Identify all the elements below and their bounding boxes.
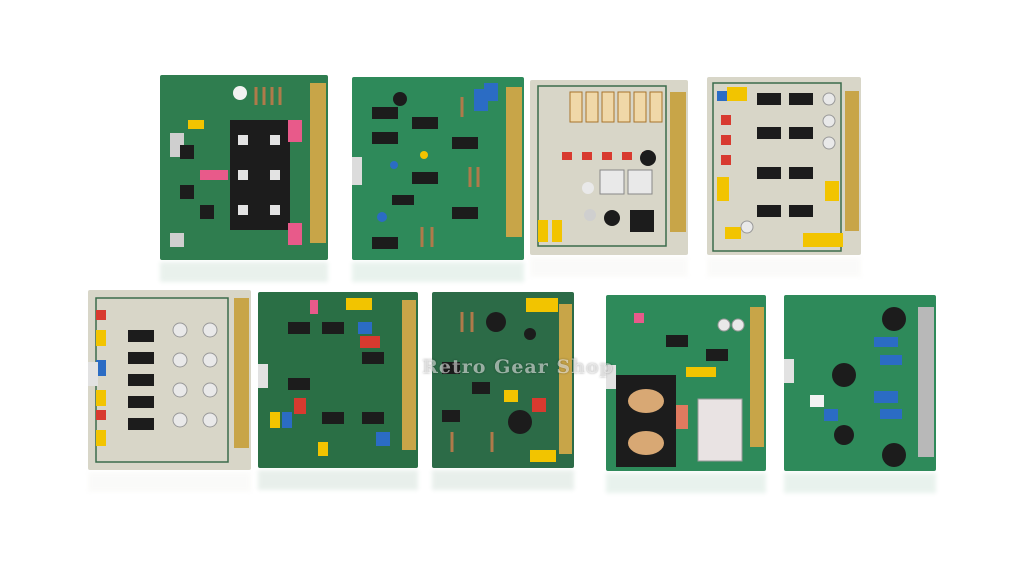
circuit-board-5 — [88, 290, 251, 470]
board-reflection — [530, 257, 688, 277]
circuit-board-3 — [530, 80, 688, 255]
board-reflection — [88, 472, 251, 492]
circuit-board-2 — [352, 77, 524, 260]
circuit-board-6 — [258, 292, 418, 468]
board-reflection — [707, 257, 861, 277]
circuit-board-8 — [606, 295, 766, 471]
circuit-board-7 — [432, 292, 574, 468]
board-reflection — [606, 473, 766, 493]
board-reflection — [160, 262, 328, 282]
circuit-board-9 — [784, 295, 936, 471]
board-reflection — [352, 262, 524, 282]
circuit-board-1 — [160, 75, 328, 260]
board-reflection — [432, 470, 574, 490]
circuit-board-4 — [707, 77, 861, 255]
board-reflection — [784, 473, 936, 493]
board-reflection — [258, 470, 418, 490]
